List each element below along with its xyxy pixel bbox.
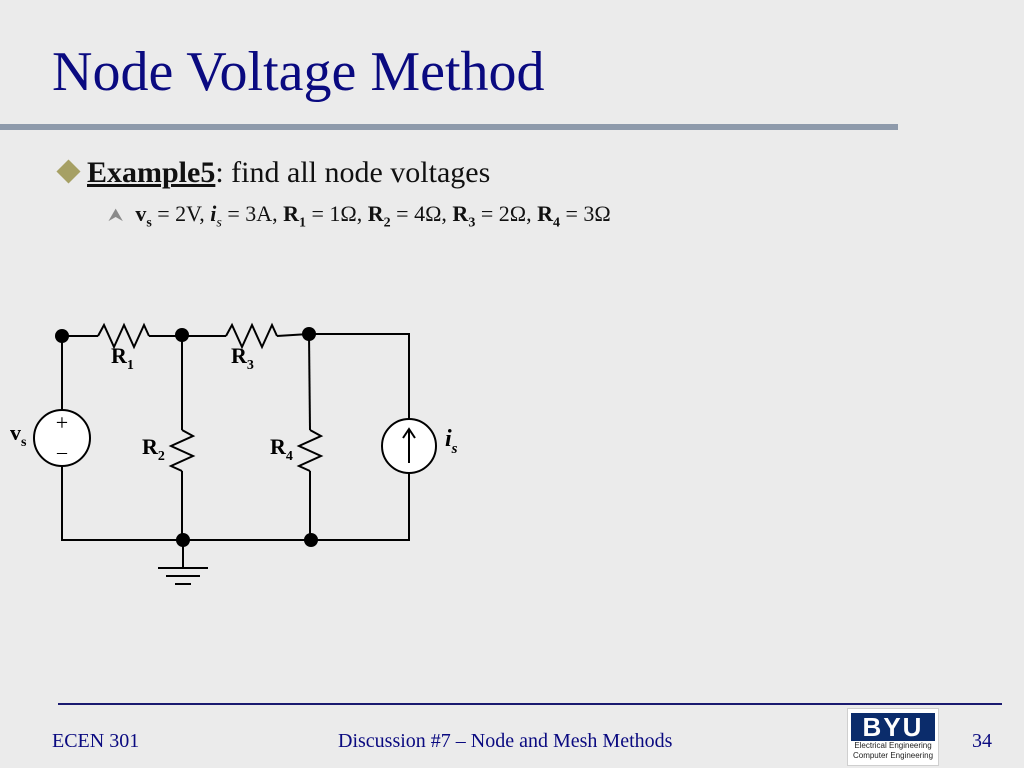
ground-icon	[158, 567, 208, 585]
resistor-r2	[168, 429, 196, 472]
r1-value: = 1Ω,	[306, 201, 368, 226]
vs-symbol: v	[135, 201, 147, 226]
r2-symbol: R	[367, 201, 384, 226]
current-arrow-icon	[402, 427, 416, 463]
r3-symbol: R	[452, 201, 469, 226]
node-dot	[175, 328, 189, 342]
r4-symbol: R	[537, 201, 553, 226]
label-r4: R4	[270, 434, 293, 464]
example-text: : find all node voltages	[215, 156, 491, 189]
r4-value: = 3Ω	[559, 201, 611, 226]
vs-minus: –	[56, 441, 68, 463]
vs-subscript: s	[146, 215, 152, 231]
resistor-r3	[225, 322, 278, 350]
is-subscript: s	[216, 215, 222, 231]
byu-logo-mark: BYU	[851, 713, 935, 741]
label-r2: R2	[142, 434, 165, 464]
footer-course: ECEN 301	[52, 730, 140, 752]
slide-title: Node Voltage Method	[52, 41, 545, 103]
wire-r4-top	[308, 333, 311, 431]
page-number: 34	[972, 730, 992, 752]
resistor-r1	[97, 322, 150, 350]
label-r1: R1	[111, 343, 134, 373]
wire-bottom	[182, 472, 410, 541]
vs-value: = 2V,	[151, 201, 211, 226]
bullet-params: ⮝vs = 2V, is = 3A, R1 = 1Ω, R2 = 4Ω, R3 …	[108, 201, 611, 231]
title-divider	[0, 124, 898, 130]
r2-subscript: 2	[383, 215, 391, 231]
vs-plus: +	[56, 410, 68, 435]
bullet-example: Example5: find all node voltages	[56, 156, 490, 189]
byu-logo-line2: Computer Engineering	[852, 751, 934, 760]
r3-subscript: 3	[468, 215, 476, 231]
is-symbol: i	[210, 201, 217, 226]
r1-symbol: R	[283, 201, 299, 226]
example-label: Example5	[87, 156, 216, 189]
byu-logo: BYU Electrical Engineering Computer Engi…	[847, 708, 939, 766]
node-dot	[176, 533, 190, 547]
wire-left-bottom	[61, 465, 182, 541]
node-dot	[302, 327, 316, 341]
r4-subscript: 4	[552, 215, 560, 231]
byu-logo-line1: Electrical Engineering	[854, 741, 932, 750]
r2-value: = 4Ω,	[390, 201, 453, 226]
r1-subscript: 1	[299, 215, 306, 231]
label-is: is	[445, 426, 458, 457]
arrow-bullet-icon: ⮝	[108, 205, 124, 226]
node-dot	[304, 533, 318, 547]
is-value: = 3A,	[221, 201, 284, 226]
footer-divider	[58, 703, 1002, 705]
node-dot	[55, 329, 69, 343]
wire-top-mid2	[276, 333, 410, 420]
label-vs: vs	[10, 420, 27, 450]
voltage-source	[33, 409, 91, 467]
footer-title: Discussion #7 – Node and Mesh Methods	[338, 730, 673, 752]
r3-value: = 2Ω,	[475, 201, 538, 226]
resistor-r4	[296, 429, 324, 472]
label-r3: R3	[231, 343, 254, 373]
